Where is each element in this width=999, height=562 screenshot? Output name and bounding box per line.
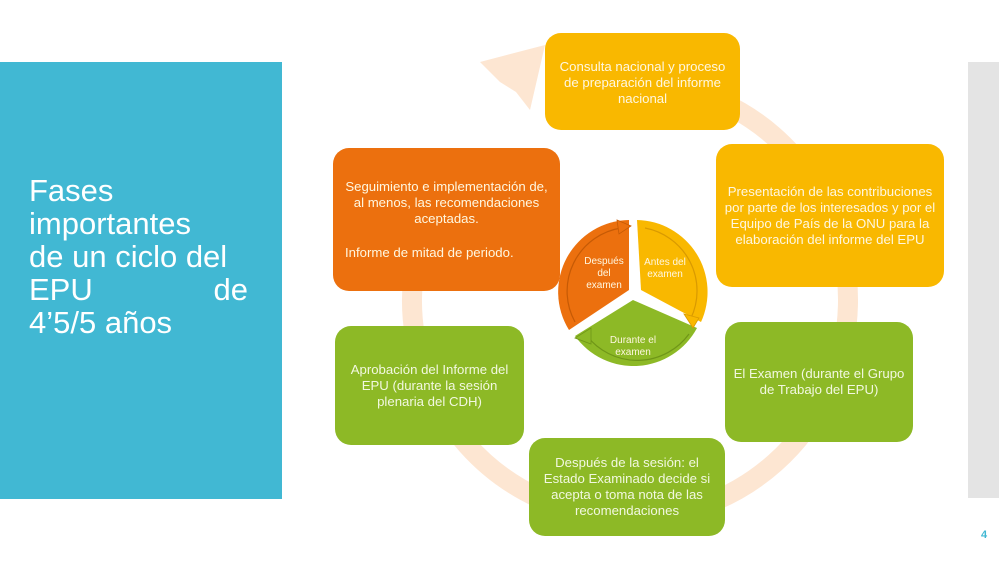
slide-title: Fases importantes de un ciclo del EPU de… xyxy=(29,174,249,339)
title-line: de un ciclo del xyxy=(29,239,228,274)
title-word: EPU xyxy=(29,272,93,307)
phase-box-aprobacion: Aprobación del Informe del EPU (durante … xyxy=(335,326,524,445)
title-panel: Fases importantes de un ciclo del EPU de… xyxy=(0,62,282,499)
inner-arrowhead-despues xyxy=(616,219,632,235)
ring-arrowhead xyxy=(480,45,545,110)
phase-text: Consulta nacional y proceso de preparaci… xyxy=(559,59,726,106)
phase-subtext: Informe de mitad de periodo. xyxy=(345,244,514,260)
phase-box-consulta: Consulta nacional y proceso de preparaci… xyxy=(545,33,740,130)
inner-label-despues: Después del examen xyxy=(584,256,624,291)
phase-box-examen: El Examen (durante el Grupo de Trabajo d… xyxy=(725,322,913,442)
inner-segment-antes xyxy=(637,220,708,322)
phase-box-presentacion: Presentación de las contribuciones por p… xyxy=(716,144,944,287)
phase-text: Aprobación del Informe del EPU (durante … xyxy=(350,361,509,409)
phase-text: Seguimiento e implementación de, al meno… xyxy=(345,178,548,226)
inner-arrowhead-antes xyxy=(683,313,700,329)
title-line: 4’5/5 años xyxy=(29,305,173,340)
inner-label-durante: Durante el examen xyxy=(609,335,657,358)
inner-arrow-antes xyxy=(644,227,698,319)
title-word: de xyxy=(213,272,248,307)
phase-box-despues-sesion: Después de la sesión: el Estado Examinad… xyxy=(529,438,725,536)
inner-arrow-durante xyxy=(586,333,690,361)
inner-segment-despues xyxy=(558,220,629,330)
title-line: importantes xyxy=(29,206,191,241)
title-line: Fases xyxy=(29,173,114,208)
inner-arrow-despues xyxy=(566,227,622,323)
inner-segment-durante xyxy=(575,300,697,367)
title-line-justified: EPU de xyxy=(29,273,248,306)
phase-text: El Examen (durante el Grupo de Trabajo d… xyxy=(733,366,905,397)
inner-label-antes: Antes del examen xyxy=(644,257,686,280)
page-number: 4 xyxy=(981,529,988,541)
inner-arrowhead-durante xyxy=(574,327,592,345)
phase-text: Presentación de las contribuciones por p… xyxy=(724,183,936,247)
phase-box-seguimiento: Seguimiento e implementación de, al meno… xyxy=(333,148,560,291)
side-panel xyxy=(968,62,999,498)
inner-cycle-diagram xyxy=(558,219,708,367)
phase-text: Después de la sesión: el Estado Examinad… xyxy=(543,455,711,518)
